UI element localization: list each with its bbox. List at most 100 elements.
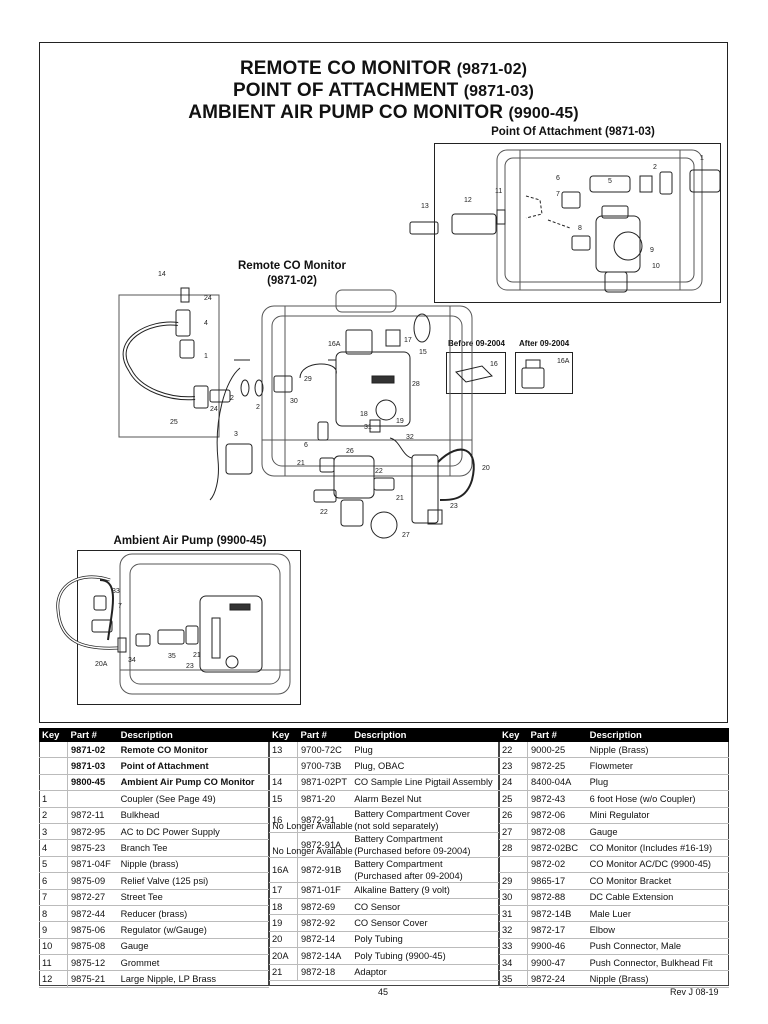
cell-part: 9900-46 (527, 938, 587, 956)
callout-33: 33 (112, 588, 120, 595)
cell-description: Regulator (w/Gauge) (117, 921, 269, 939)
cell-description: 6 foot Hose (w/o Coupler) (586, 790, 729, 808)
cell-part: 9871-20 (297, 790, 352, 808)
cell-description: Nipple (Brass) (586, 970, 729, 988)
cell-key: 23 (499, 757, 528, 775)
description-text: Plug, OBAC (354, 761, 405, 772)
callout-13: 13 (421, 203, 429, 210)
description-text: Alarm Bezel Nut (354, 793, 422, 804)
callout-22b: 22 (320, 509, 328, 516)
cell-key: 6 (39, 872, 68, 890)
no-longer-available-note: No Longer Available (272, 820, 353, 831)
description-text: CO Monitor Bracket (589, 875, 672, 886)
callout-21c: 21 (193, 652, 201, 659)
description-text-2: (not sold separately) (354, 820, 439, 831)
description-text: Street Tee (120, 892, 163, 903)
cell-description: DC Cable Extension (586, 889, 729, 906)
header-key: Key (499, 728, 528, 742)
header-desc: Description (117, 728, 269, 742)
cell-description: Gauge (586, 823, 729, 841)
no-longer-available-note: No Longer Available (272, 845, 353, 856)
title-line2-part: (9871-03) (463, 83, 534, 100)
callout-4: 4 (204, 320, 208, 327)
remote-label-2: (9871-02) (267, 275, 317, 287)
callout-29: 29 (304, 376, 312, 383)
callout-16Ab: 16A (557, 358, 570, 365)
cell-part: 9872-69 (297, 898, 352, 916)
title-line3-part: (9900-45) (508, 105, 579, 122)
callout-17: 17 (404, 337, 412, 344)
description-text: Battery Compartment (354, 833, 443, 844)
remote-label-1: Remote CO Monitor (238, 260, 346, 272)
callout-30: 30 (290, 398, 298, 405)
cell-part: 9872-95 (67, 823, 118, 841)
title-line1: REMOTE CO MONITOR (239, 58, 452, 79)
cell-description: Nipple (brass) (117, 856, 269, 874)
cell-part: 9872-14A (297, 947, 352, 965)
callout-19: 19 (396, 418, 404, 425)
cell-key: 20A (269, 947, 298, 965)
callout-18: 18 (360, 411, 368, 418)
cell-key (39, 774, 68, 792)
cell-part: 9800-45 (67, 774, 118, 792)
cell-description: Male Luer (586, 905, 729, 923)
callout-2b: 2 (230, 395, 234, 402)
cell-description: Gauge (117, 938, 269, 956)
header-desc: Description (586, 728, 729, 742)
description-text: Flowmeter (589, 761, 633, 772)
cell-key: 7 (39, 889, 68, 906)
description-text: Push Connector, Bulkhead Fit (589, 957, 713, 968)
callout-20A: 20A (95, 661, 108, 668)
cell-part: 9900-47 (527, 954, 587, 972)
description-text: CO Sensor Cover (354, 918, 428, 929)
cell-part: 9000-25 (527, 742, 587, 759)
description-text: Large Nipple, LP Brass (120, 974, 217, 985)
description-text: Regulator (w/Gauge) (120, 924, 207, 935)
revision-label: Rev J 08-19 (670, 987, 719, 997)
callout-3: 3 (234, 431, 238, 438)
exploded-diagram: 1 2 5 6 7 8 9 10 11 12 13 14 24 4 1 25 2… (56, 149, 721, 695)
callout-24a: 24 (204, 295, 212, 302)
cell-part: 8400-04A (527, 774, 587, 792)
before-inset (446, 352, 506, 394)
cell-part: 9872-43 (527, 790, 587, 808)
cell-description: CO Sample Line Pigtail Assembly (351, 774, 499, 792)
callout-22a: 22 (375, 468, 383, 475)
cell-part: 9872-91A (297, 832, 352, 858)
regulator-drawing (313, 419, 475, 539)
callout-31: 31 (364, 424, 372, 431)
cell-key (499, 856, 528, 874)
cell-description: Alkaline Battery (9 volt) (351, 882, 499, 899)
header-part: Part # (527, 728, 587, 742)
title-line1-part: (9871-02) (456, 61, 528, 78)
power-supply-drawing (209, 359, 253, 501)
cell-part: 9871-02 (67, 742, 118, 759)
description-text: Poly Tubing (9900-45) (354, 950, 446, 961)
cell-key: 16A (269, 857, 298, 883)
hose-drawing (118, 287, 231, 438)
description-text: Male Luer (589, 908, 631, 919)
cell-description: Flowmeter (586, 757, 729, 775)
callout-20: 20 (482, 465, 490, 472)
callout-6: 6 (556, 175, 560, 182)
callout-23b: 23 (186, 663, 194, 670)
table-header-row: Key Part # Description (269, 728, 499, 742)
callout-15: 15 (419, 349, 427, 356)
